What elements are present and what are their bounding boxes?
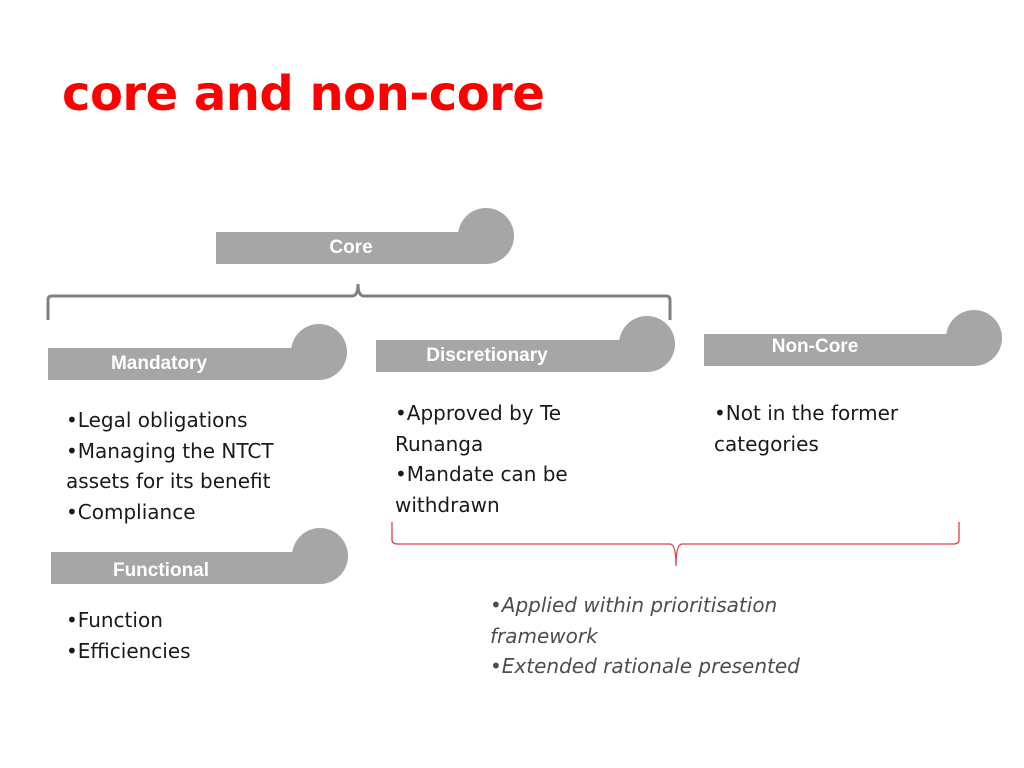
list-item: •Compliance xyxy=(66,499,196,524)
list-item: •Mandate can be withdrawn xyxy=(395,462,568,517)
mandatory-tab: Mandatory xyxy=(48,324,347,380)
core-brace xyxy=(46,283,672,320)
non-core-label: Non-Core xyxy=(704,334,976,366)
mandatory-bullets: •Legal obligations •Managing the NTCT as… xyxy=(66,405,306,527)
list-item: •Approved by Te Runanga xyxy=(395,401,562,456)
discretionary-label: Discretionary xyxy=(376,340,648,372)
applied-notes: •Applied within prioritisation framework… xyxy=(490,590,830,682)
note-text: Applied within prioritisation framework xyxy=(490,593,778,648)
list-item: •Applied within prioritisation framework xyxy=(490,593,778,648)
list-item: •Extended rationale presented xyxy=(490,654,800,678)
non-core-tab: Non-Core xyxy=(704,310,1002,366)
core-label: Core xyxy=(216,232,486,264)
list-item: •Legal obligations xyxy=(66,408,248,432)
mandatory-label: Mandatory xyxy=(48,348,320,380)
list-item: •Managing the NTCT assets for its benefi… xyxy=(66,438,274,494)
page-title: core and non-core xyxy=(62,66,545,122)
functional-label: Functional xyxy=(51,552,321,584)
discretionary-tab: Discretionary xyxy=(376,316,675,372)
functional-tab: Functional xyxy=(51,528,348,584)
discretionary-bullets: •Approved by Te Runanga •Mandate can be … xyxy=(395,398,605,520)
applied-brace xyxy=(391,522,960,567)
note-text: Extended rationale presented xyxy=(501,654,800,678)
list-item: •Efficiencies xyxy=(66,638,191,663)
list-item: •Function xyxy=(66,608,163,632)
non-core-bullets: •Not in the former categories xyxy=(714,398,944,459)
list-item: •Not in the former categories xyxy=(714,401,899,456)
functional-bullets: •Function •Efficiencies xyxy=(66,605,306,666)
core-tab: Core xyxy=(216,208,514,264)
